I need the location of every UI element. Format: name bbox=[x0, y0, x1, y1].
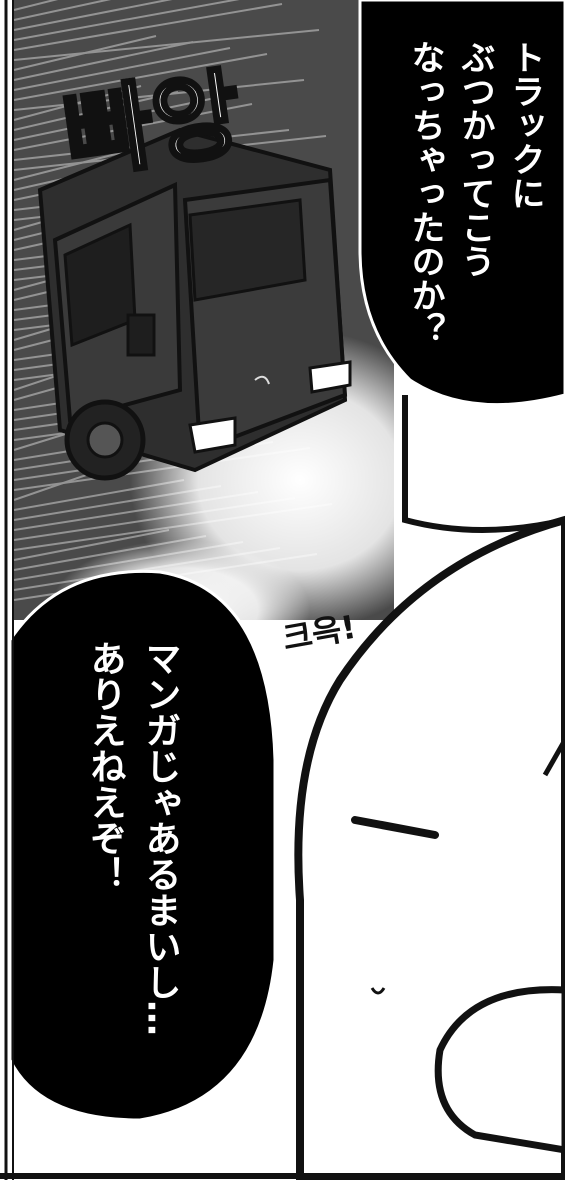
speech-bubble-top bbox=[358, 0, 565, 407]
speed-line bbox=[13, 0, 240, 41]
speed-line bbox=[13, 29, 320, 61]
speed-line bbox=[13, 41, 194, 81]
speed-line bbox=[13, 91, 179, 131]
speed-line bbox=[13, 79, 305, 111]
sfx-horn: 빠앙 bbox=[58, 57, 249, 192]
character-face bbox=[294, 515, 565, 1180]
panel-edge-right bbox=[402, 395, 565, 533]
bubble-top-line-1: トラックに bbox=[505, 40, 545, 210]
bubble-bottom-line-2: ありえねえぞ！ bbox=[85, 640, 126, 892]
bubble-bottom-line-1: マンガじゃあるまいし… bbox=[140, 640, 181, 1036]
speed-line bbox=[13, 35, 157, 71]
speed-line bbox=[13, 3, 283, 51]
speed-line bbox=[13, 0, 112, 21]
bubble-top-line-2: ぶつかってこう bbox=[455, 40, 495, 278]
speed-line bbox=[13, 0, 173, 31]
speed-line bbox=[13, 97, 216, 141]
speech-bubble-bottom bbox=[8, 569, 277, 1122]
speed-line bbox=[13, 85, 142, 121]
speed-line bbox=[13, 0, 59, 11]
speed-line bbox=[13, 53, 268, 101]
speed-line bbox=[13, 47, 231, 91]
truck-illustration bbox=[37, 127, 352, 481]
bubble-top-line-3: なっちゃったのか？ bbox=[405, 40, 445, 346]
speed-line bbox=[13, 103, 253, 151]
